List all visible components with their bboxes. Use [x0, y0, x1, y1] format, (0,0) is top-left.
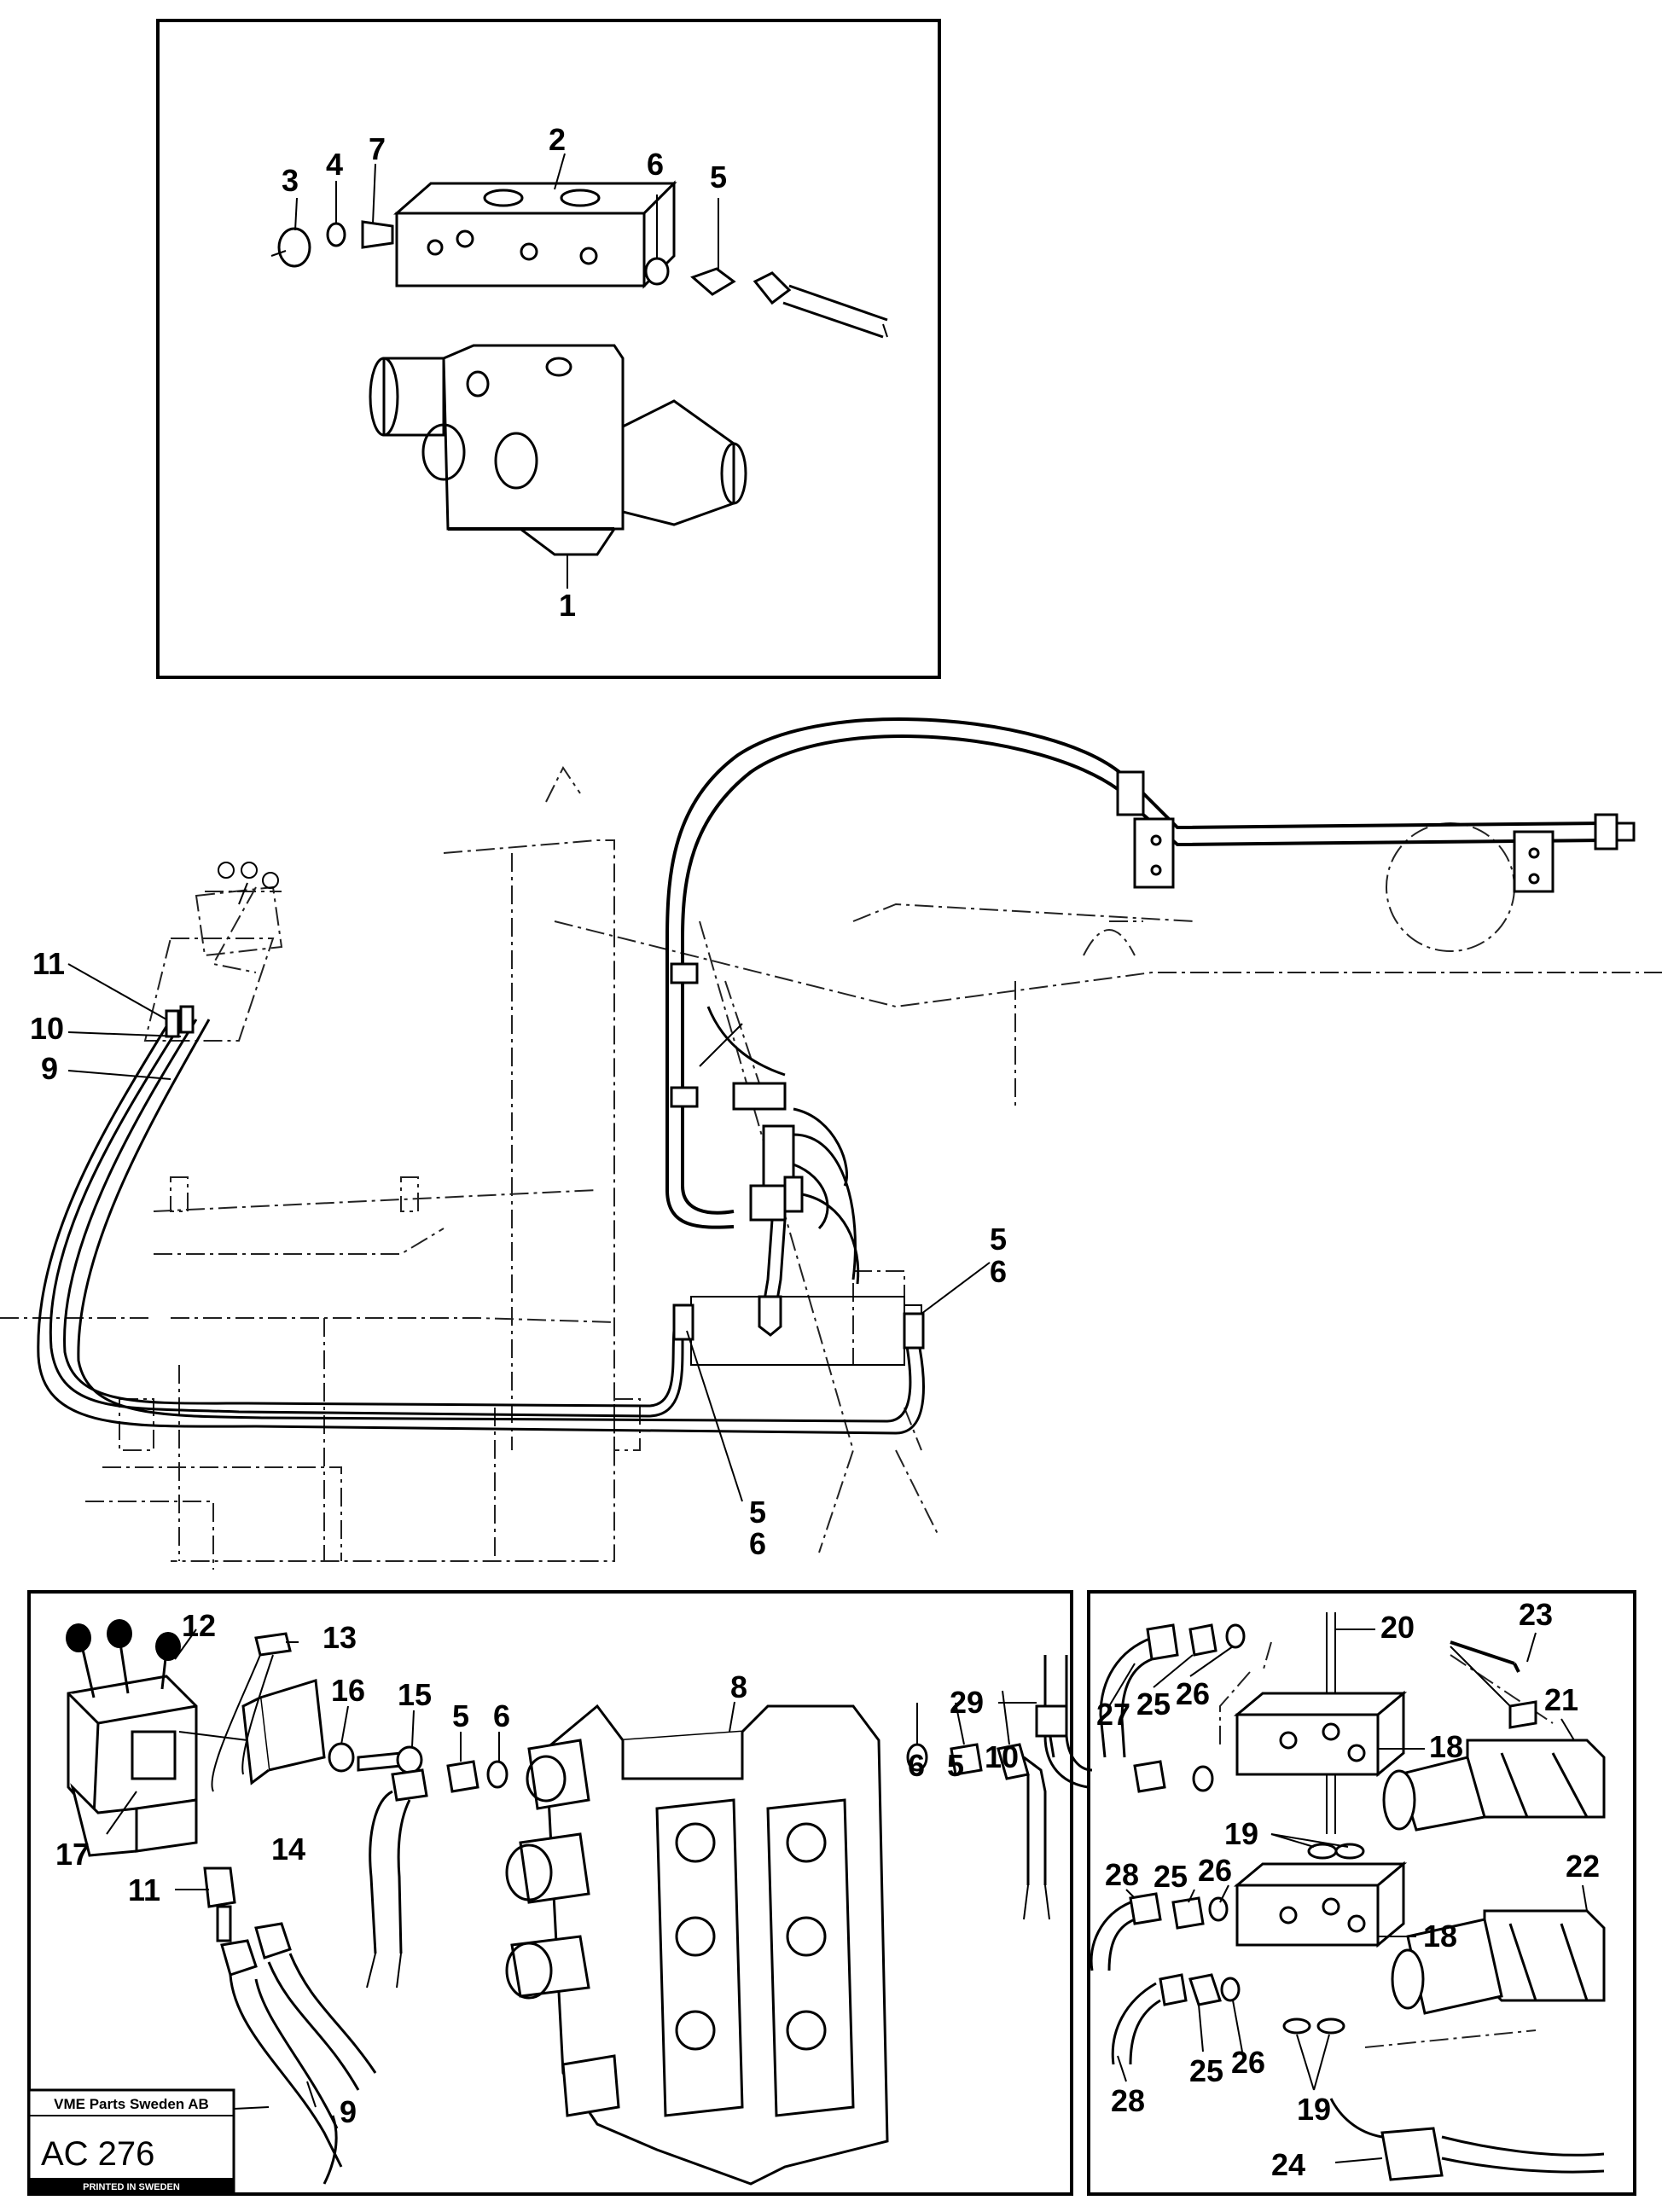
callout-25-lower: 25: [1189, 2053, 1223, 2088]
solenoid-21: [1382, 1640, 1606, 1832]
callout-1: 1: [559, 588, 576, 623]
callout-12: 12: [182, 1608, 216, 1643]
control-lever-housing: [143, 862, 283, 1042]
callout-10: 10: [30, 1011, 64, 1046]
callout-2: 2: [549, 122, 566, 157]
callout-17: 17: [55, 1837, 90, 1872]
callout-14: 14: [271, 1832, 305, 1867]
callout-21: 21: [1544, 1682, 1578, 1717]
callout-5-right: 5: [990, 1222, 1007, 1257]
control-hoses: [37, 1005, 925, 1435]
main-control-valve-outline: [672, 1296, 925, 1366]
callout-23: 23: [1519, 1597, 1553, 1632]
callout-9-bl: 9: [340, 2094, 357, 2129]
valve-block-18-lower: [1233, 1843, 1408, 1948]
hoses-28-lower: [1090, 1892, 1345, 2065]
solenoid-22: [1364, 1909, 1606, 2048]
bracket-14-and-screw-15: [211, 1632, 423, 1792]
callout-18-lower: 18: [1423, 1919, 1457, 1954]
connector-24: [1329, 2098, 1605, 2181]
main-valve-8: [505, 1704, 889, 2186]
hose-27-and-fittings-upper: [1099, 1623, 1246, 1793]
callout-8: 8: [730, 1669, 747, 1704]
callout-6-bl: 6: [493, 1698, 510, 1733]
callout-26-lower: 26: [1231, 2045, 1265, 2080]
parts-stamp-box: VME Parts Sweden AB AC 276 PRINTED IN SW…: [27, 2088, 235, 2196]
fittings-5-6-10-right: [906, 1655, 1093, 1920]
middle-valve-cluster: [699, 1006, 860, 1337]
stamp-footer: PRINTED IN SWEDEN: [83, 2182, 180, 2192]
callout-5-br: 5: [947, 1748, 964, 1783]
callout-28-upper: 28: [1105, 1857, 1139, 1892]
callout-16: 16: [331, 1673, 365, 1708]
callout-26-upper: 26: [1176, 1676, 1210, 1711]
adapter-11-and-hoses: [203, 1867, 377, 2185]
fittings-5-6-left: [366, 1760, 508, 1988]
callout-27: 27: [1096, 1697, 1130, 1732]
callout-13: 13: [323, 1620, 357, 1655]
callout-9: 9: [41, 1051, 58, 1086]
bottom-right-detail-panel: [1087, 1590, 1636, 2196]
callout-6: 6: [647, 147, 664, 182]
callout-11-bl: 11: [128, 1872, 160, 1907]
control-lever-unit-17: [66, 1619, 282, 1857]
callout-19-upper: 19: [1224, 1816, 1258, 1851]
callout-26-mid: 26: [1198, 1853, 1232, 1888]
callout-3: 3: [282, 163, 299, 198]
callout-6-br: 6: [908, 1748, 925, 1783]
valve-plate-assembly: [270, 180, 888, 339]
callout-6-bottom: 6: [749, 1526, 766, 1561]
callout-5-bl: 5: [452, 1698, 469, 1733]
callout-18-upper: 18: [1429, 1729, 1463, 1764]
callout-5-bottom: 5: [749, 1495, 766, 1530]
callout-4: 4: [326, 147, 343, 182]
callout-7: 7: [369, 131, 386, 166]
callout-10-br: 10: [985, 1739, 1019, 1774]
machine-frame-outline: [0, 766, 1662, 1570]
callout-28-lower: 28: [1111, 2083, 1145, 2118]
callout-19-lower: 19: [1297, 2092, 1331, 2127]
upper-hose-assembly: [665, 717, 1636, 1229]
top-detail-panel: [156, 19, 941, 679]
callout-11: 11: [32, 946, 65, 981]
callout-24: 24: [1271, 2147, 1305, 2182]
callout-22: 22: [1566, 1849, 1600, 1884]
control-valve-1: [369, 344, 747, 556]
stamp-company: VME Parts Sweden AB: [54, 2096, 209, 2112]
callout-6-right: 6: [990, 1254, 1007, 1289]
bottom-right-leaders: [1108, 1629, 1588, 2163]
top-leaders: [294, 153, 719, 589]
callout-25-mid: 25: [1154, 1859, 1188, 1894]
callout-29: 29: [950, 1685, 984, 1720]
callout-25-upper: 25: [1136, 1687, 1171, 1721]
bottom-left-detail-panel: [27, 1590, 1073, 2196]
stamp-code: AC 276: [41, 2135, 154, 2173]
callout-5: 5: [710, 160, 727, 194]
callout-15: 15: [398, 1677, 432, 1712]
callout-20: 20: [1380, 1610, 1415, 1645]
middle-leaders: [67, 963, 991, 1502]
